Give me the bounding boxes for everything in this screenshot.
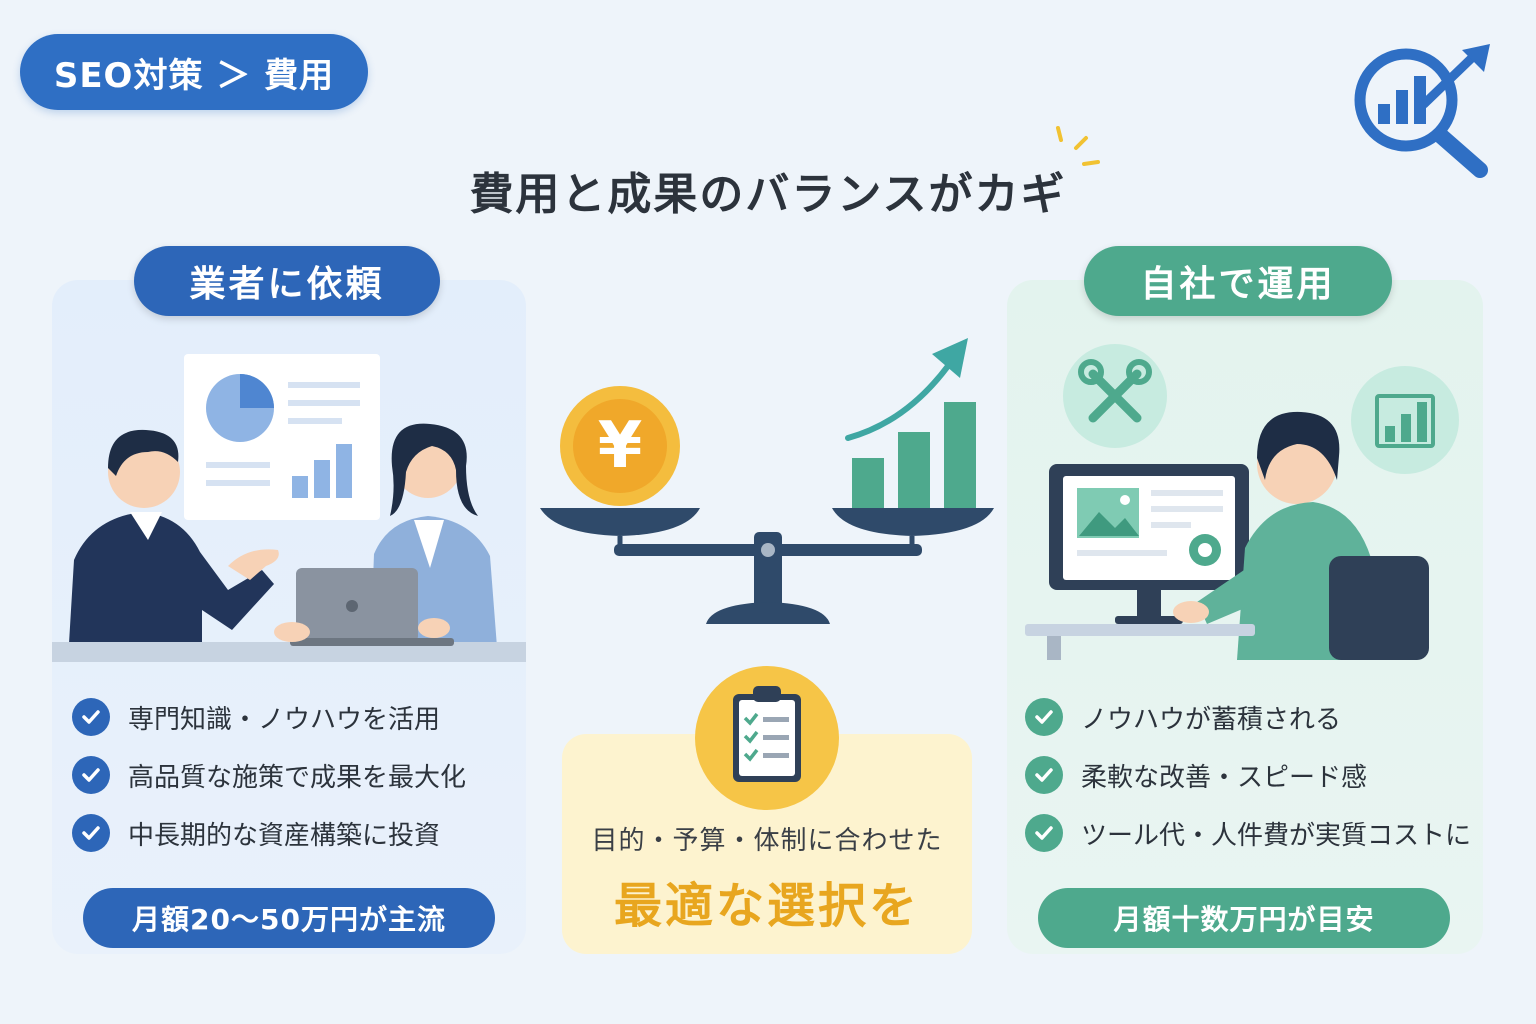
list-item: 中長期的な資産構築に投資 [72,804,512,862]
seo-analytics-logo-icon [1350,42,1496,178]
check-icon [72,698,110,736]
list-item: 専門知識・ノウハウを活用 [72,688,512,746]
list-item-label: 専門知識・ノウハウを活用 [128,704,441,735]
outsource-tag: 業者に依頼 [134,246,440,316]
inhouse-benefits-list: ノウハウが蓄積される 柔軟な改善・スピード感 ツール代・人件費が実質コストに [1025,688,1475,862]
check-icon [1025,814,1063,852]
sparkle-icon [1052,124,1104,174]
balance-scale-illustration [536,336,1000,628]
check-icon [1025,698,1063,736]
list-item: ツール代・人件費が実質コストに [1025,804,1475,862]
inhouse-work-illustration [1007,340,1483,662]
outsource-price-badge: 月額20〜50万円が主流 [83,888,495,948]
breadcrumb[interactable]: SEO対策 ＞ 費用 [20,34,368,110]
list-item-label: 中長期的な資産構築に投資 [128,820,441,851]
recommendation-highlight: 最適な選択を [613,878,920,934]
list-item: 柔軟な改善・スピード感 [1025,746,1475,804]
outsource-benefits-list: 専門知識・ノウハウを活用 高品質な施策で成果を最大化 中長期的な資産構築に投資 [72,688,512,862]
list-item-label: ノウハウが蓄積される [1081,704,1342,735]
inhouse-tag: 自社で運用 [1084,246,1392,316]
consulting-meeting-illustration [52,340,526,662]
list-item-label: ツール代・人件費が実質コストに [1081,820,1472,851]
list-item-label: 柔軟な改善・スピード感 [1081,762,1368,793]
list-item: 高品質な施策で成果を最大化 [72,746,512,804]
recommendation-subtitle: 目的・予算・体制に合わせた [591,826,943,856]
inhouse-price-badge: 月額十数万円が目安 [1038,888,1450,948]
page-title: 費用と成果のバランスがカギ [469,169,1067,220]
check-icon [72,756,110,794]
yen-coin-icon: ¥ [597,409,643,483]
clipboard-checklist-icon [695,666,839,810]
list-item: ノウハウが蓄積される [1025,688,1475,746]
check-icon [1025,756,1063,794]
check-icon [72,814,110,852]
list-item-label: 高品質な施策で成果を最大化 [128,762,467,793]
